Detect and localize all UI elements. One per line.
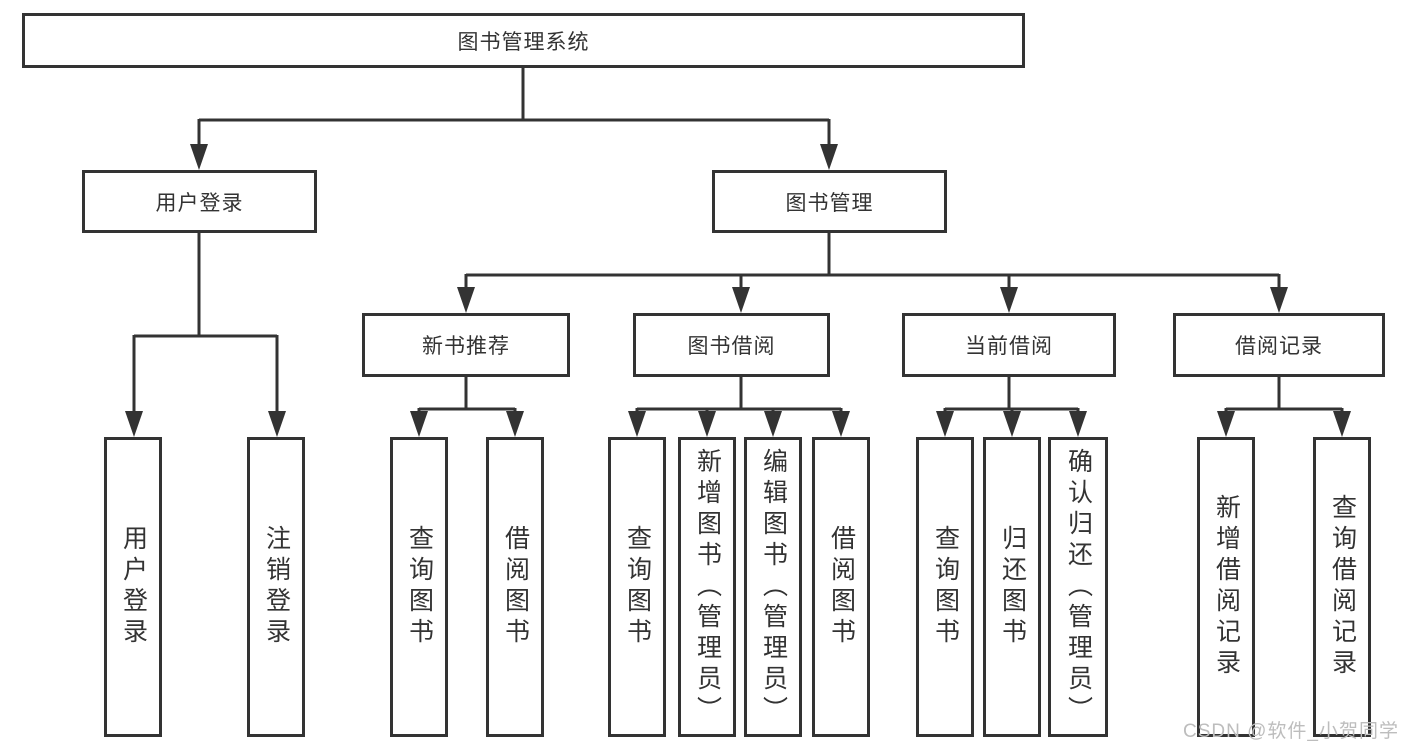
- node-current-borrow: 当前借阅: [902, 313, 1116, 377]
- leaf-add-books-admin: 新增图书（管理员）: [678, 437, 736, 737]
- leaf-user-login-label: 用户登录: [119, 525, 148, 649]
- leaf-borrow-books-1-label: 借阅图书: [501, 525, 530, 649]
- node-borrow-records-label: 借阅记录: [1235, 335, 1323, 358]
- leaf-add-borrow-record: 新增借阅记录: [1197, 437, 1255, 737]
- leaf-confirm-return-admin: 确认归还（管理员）: [1048, 437, 1108, 737]
- leaf-add-borrow-record-label: 新增借阅记录: [1212, 494, 1241, 680]
- leaf-query-books-1-label: 查询图书: [405, 525, 434, 649]
- node-book-management: 图书管理: [712, 170, 947, 233]
- node-book-borrow: 图书借阅: [633, 313, 830, 377]
- connector-arrowheads: [125, 144, 1351, 437]
- leaf-borrow-books-2: 借阅图书: [812, 437, 870, 737]
- leaf-query-borrow-record-label: 查询借阅记录: [1328, 494, 1357, 680]
- node-user-login: 用户登录: [82, 170, 317, 233]
- leaf-edit-books-admin-label: 编辑图书（管理员）: [759, 447, 788, 727]
- leaf-edit-books-admin: 编辑图书（管理员）: [744, 437, 802, 737]
- leaf-query-books-3: 查询图书: [916, 437, 974, 737]
- leaf-add-books-admin-label: 新增图书（管理员）: [693, 447, 722, 727]
- node-current-borrow-label: 当前借阅: [965, 335, 1053, 358]
- csdn-watermark: CSDN @软件_小贺同学: [1183, 721, 1399, 742]
- node-new-book-recommend-label: 新书推荐: [422, 335, 510, 358]
- connector-shafts: [132, 68, 1344, 415]
- leaf-query-books-2-label: 查询图书: [623, 525, 652, 649]
- leaf-borrow-books-2-label: 借阅图书: [827, 525, 856, 649]
- node-root-label: 图书管理系统: [457, 30, 590, 54]
- leaf-query-books-1: 查询图书: [390, 437, 448, 737]
- node-root: 图书管理系统: [22, 13, 1025, 68]
- leaf-return-books: 归还图书: [983, 437, 1041, 737]
- node-book-management-label: 图书管理: [785, 191, 874, 215]
- leaf-user-login: 用户登录: [104, 437, 162, 737]
- leaf-borrow-books-1: 借阅图书: [486, 437, 544, 737]
- node-user-login-label: 用户登录: [155, 191, 244, 215]
- leaf-logout-label: 注销登录: [262, 525, 291, 649]
- leaf-return-books-label: 归还图书: [998, 525, 1027, 649]
- leaf-confirm-return-admin-label: 确认归还（管理员）: [1064, 447, 1093, 727]
- leaf-logout: 注销登录: [247, 437, 305, 737]
- node-borrow-records: 借阅记录: [1173, 313, 1385, 377]
- node-new-book-recommend: 新书推荐: [362, 313, 570, 377]
- leaf-query-books-2: 查询图书: [608, 437, 666, 737]
- node-book-borrow-label: 图书借阅: [687, 335, 776, 358]
- leaf-query-borrow-record: 查询借阅记录: [1313, 437, 1371, 737]
- leaf-query-books-3-label: 查询图书: [931, 525, 960, 649]
